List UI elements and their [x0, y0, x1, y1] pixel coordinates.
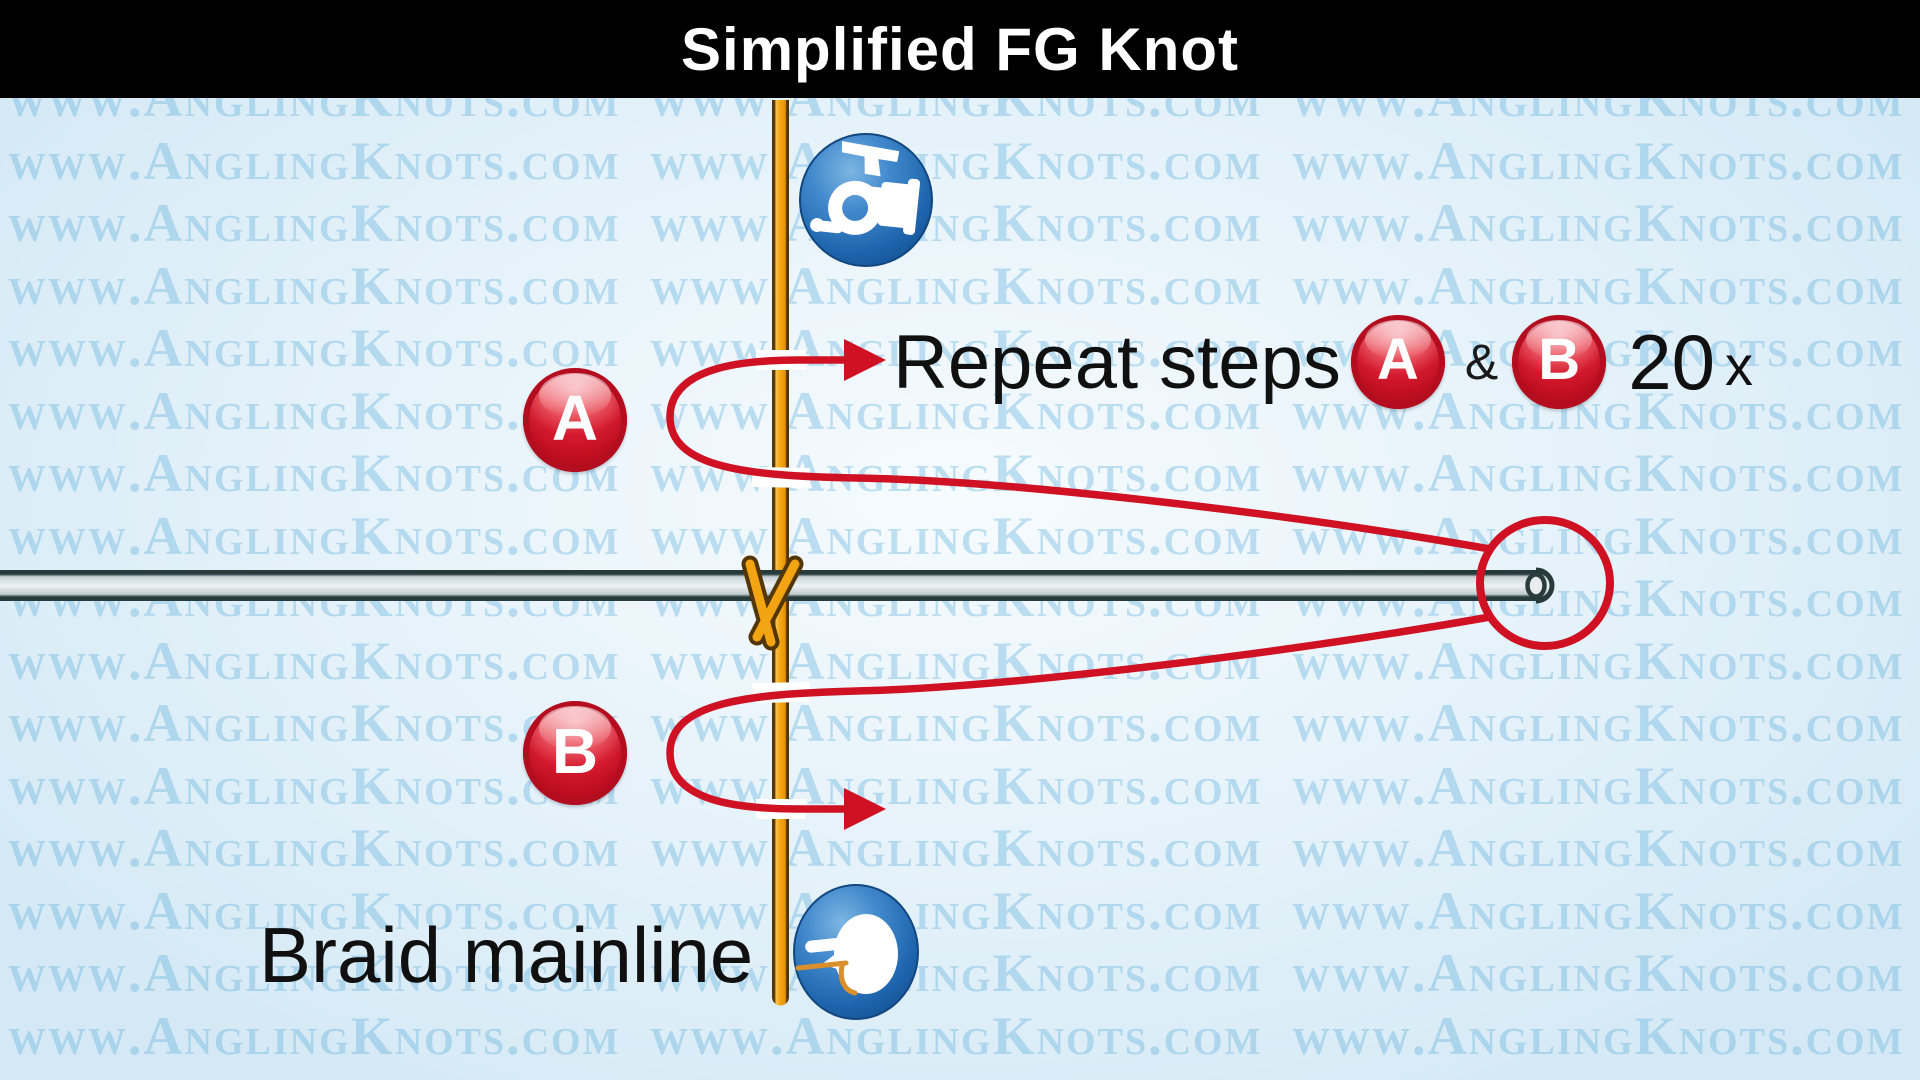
- reel-handle-knob: [810, 218, 825, 233]
- leader-tip-edge: [1535, 567, 1555, 604]
- step-b-letter: B: [551, 714, 599, 787]
- step-a-badge: A: [523, 368, 627, 472]
- leader-tip-opening: [1525, 572, 1547, 599]
- watermark-row: www.AnglingKnots.com www.AnglingKnots.co…: [8, 130, 1905, 191]
- angler-pipe: [838, 963, 858, 996]
- braid-mainline-label: Braid mainline: [259, 911, 754, 999]
- watermark-row: www.AnglingKnots.com www.AnglingKnots.co…: [8, 943, 1905, 1003]
- watermark-row: www.AnglingKnots.com www.AnglingKnots.co…: [8, 255, 1905, 316]
- watermark-row: www.AnglingKnots.com www.AnglingKnots.co…: [8, 818, 1905, 878]
- repeat-count: 20: [1628, 317, 1715, 406]
- step-b-inline-letter: B: [1538, 327, 1581, 392]
- watermark-row: www.AnglingKnots.com www.AnglingKnots.co…: [8, 1067, 1904, 1080]
- step-b-badge: B: [523, 701, 627, 805]
- step-a-letter: A: [551, 381, 599, 454]
- watermark-row: www.AnglingKnots.com www.AnglingKnots.co…: [8, 755, 1905, 816]
- watermark-row: www.AnglingKnots.com www.AnglingKnots.co…: [8, 193, 1905, 253]
- braid-line: [772, 100, 789, 1006]
- reel-spool: [877, 181, 912, 229]
- watermark-row: www.AnglingKnots.com www.AnglingKnots.co…: [8, 1005, 1905, 1066]
- instruction-text: Repeat steps: [893, 319, 1341, 405]
- step-b-inline-badge: B: [1512, 315, 1607, 409]
- conjunction-text: &: [1464, 334, 1499, 390]
- reel-foot: [841, 141, 900, 177]
- step-b-arrowhead: [844, 788, 886, 830]
- leader-tip-highlight-circle: [1476, 516, 1614, 650]
- repeat-unit: x: [1724, 333, 1753, 397]
- watermark-row: www.AnglingKnots.com www.AnglingKnots.co…: [8, 630, 1905, 691]
- angler-icon: [793, 884, 919, 1020]
- title-bar: Simplified FG Knot: [0, 0, 1920, 98]
- fishing-reel-icon: [799, 133, 933, 267]
- step-b-path: [666, 613, 1491, 813]
- step-a-inline-badge: A: [1350, 315, 1445, 409]
- angler-rod: [795, 960, 849, 971]
- angler-head: [834, 914, 898, 994]
- step-a-arrowhead: [844, 339, 886, 381]
- instruction-row: Repeat steps A & B 20 x: [893, 310, 1753, 414]
- watermark-row: www.AnglingKnots.com www.AnglingKnots.co…: [8, 693, 1905, 753]
- page-title: Simplified FG Knot: [681, 15, 1239, 83]
- angler-cap-brim: [805, 937, 852, 953]
- step-a-path: [666, 356, 1491, 553]
- knot-wraps: [741, 555, 804, 651]
- reel-spool-lip: [903, 178, 921, 235]
- step-a-inline-letter: A: [1376, 327, 1419, 392]
- watermark-row: www.AnglingKnots.com www.AnglingKnots.co…: [8, 880, 1905, 941]
- watermark-row: www.AnglingKnots.com www.AnglingKnots.co…: [8, 443, 1905, 503]
